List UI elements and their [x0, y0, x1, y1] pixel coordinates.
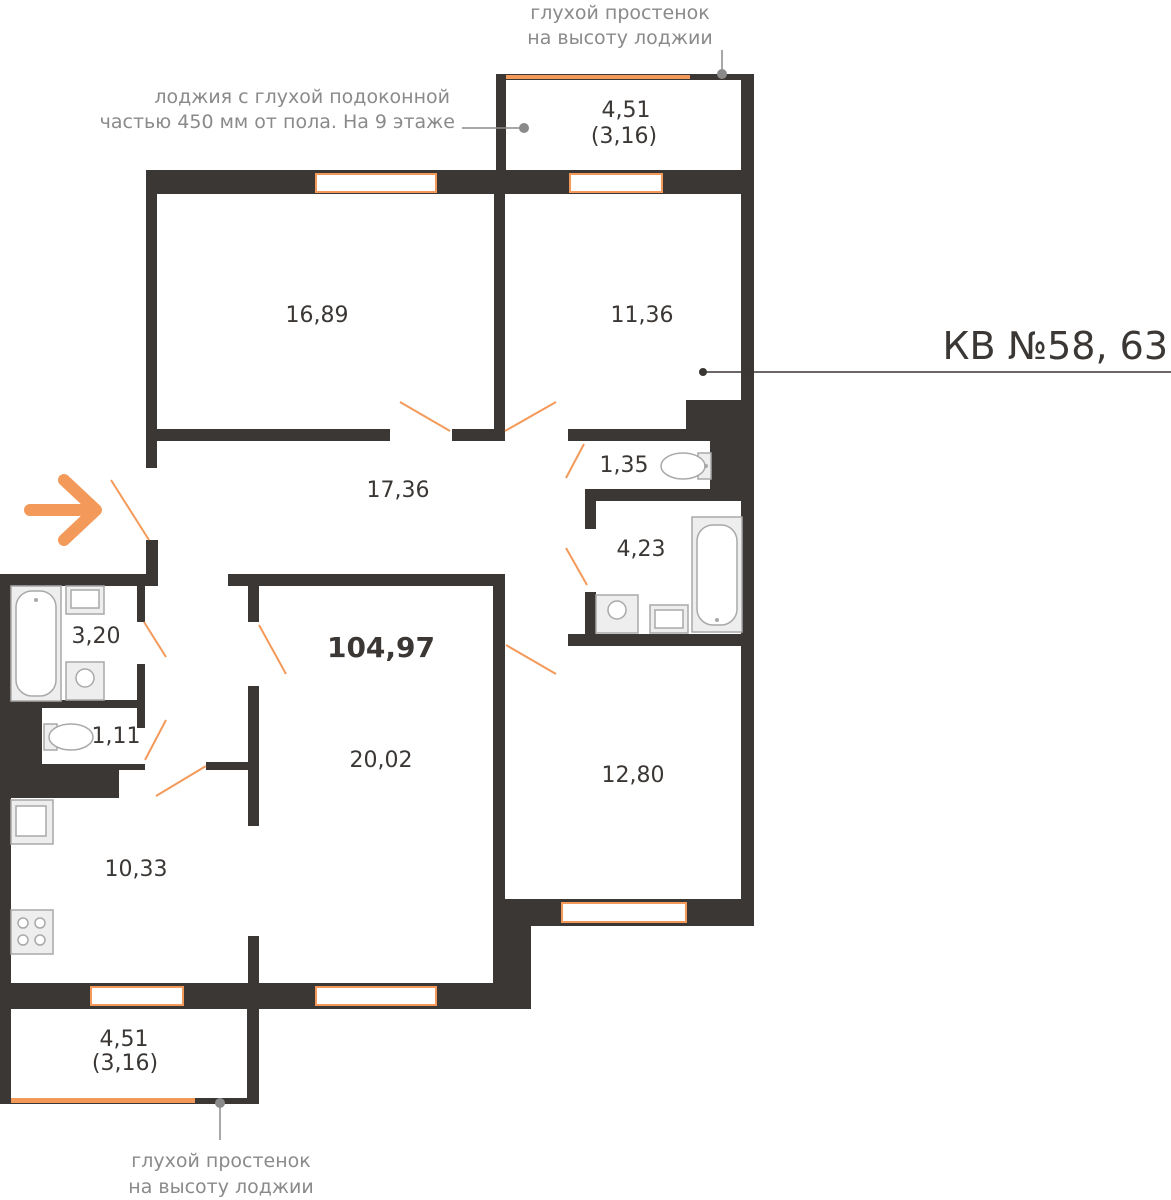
room-label-20-02: 20,02 [350, 748, 413, 773]
room-label-11-36: 11,36 [611, 303, 674, 328]
note-loggia-line1: лоджия с глухой подоконной [154, 86, 450, 108]
room-label-bath-4-23: 4,23 [617, 537, 666, 562]
room-label-12-80: 12,80 [602, 763, 665, 788]
sink-icon [649, 604, 689, 634]
loggia-bottom-area: 4,51 [100, 1027, 149, 1052]
kitchen-sink-icon [10, 799, 54, 845]
doors [110, 401, 588, 797]
windows [11, 75, 690, 1103]
room-label-16-89: 16,89 [286, 303, 349, 328]
room-label-kitchen: 10,33 [105, 857, 168, 882]
stove-icon [10, 909, 54, 955]
sink-left-icon [65, 585, 105, 615]
room-label-wc-1-35: 1,35 [600, 453, 649, 478]
entrance-arrow-icon [24, 474, 102, 546]
loggia-bottom-reduced: (3,16) [92, 1051, 158, 1076]
toilet-icon [660, 452, 712, 480]
note-bottom-wall-line2: на высоту лоджии [128, 1176, 313, 1198]
loggia-top-area: 4,51 [602, 98, 651, 123]
room-label-bath-3-20: 3,20 [72, 624, 121, 649]
walls [0, 74, 754, 1104]
loggia-top-reduced: (3,16) [591, 124, 657, 149]
bathtub-left-icon [10, 585, 62, 702]
note-bottom-wall-line1: глухой простенок [131, 1150, 310, 1172]
toilet-left-icon [43, 723, 94, 751]
room-label-hall: 17,36 [367, 478, 430, 503]
bathtub-icon [691, 516, 743, 633]
total-area: 104,97 [327, 631, 435, 664]
washing-machine-left-icon [65, 661, 105, 701]
leaders [215, 50, 1171, 1140]
apartment-label: КВ №58, 63 [942, 324, 1168, 368]
room-label-wc-1-11: 1,11 [92, 724, 141, 749]
note-top-wall-line2: на высоту лоджии [527, 27, 712, 49]
note-loggia-line2: частью 450 мм от пола. На 9 этаже [100, 111, 455, 133]
note-top-wall-line1: глухой простенок [530, 2, 709, 24]
washing-machine-icon [595, 594, 639, 634]
